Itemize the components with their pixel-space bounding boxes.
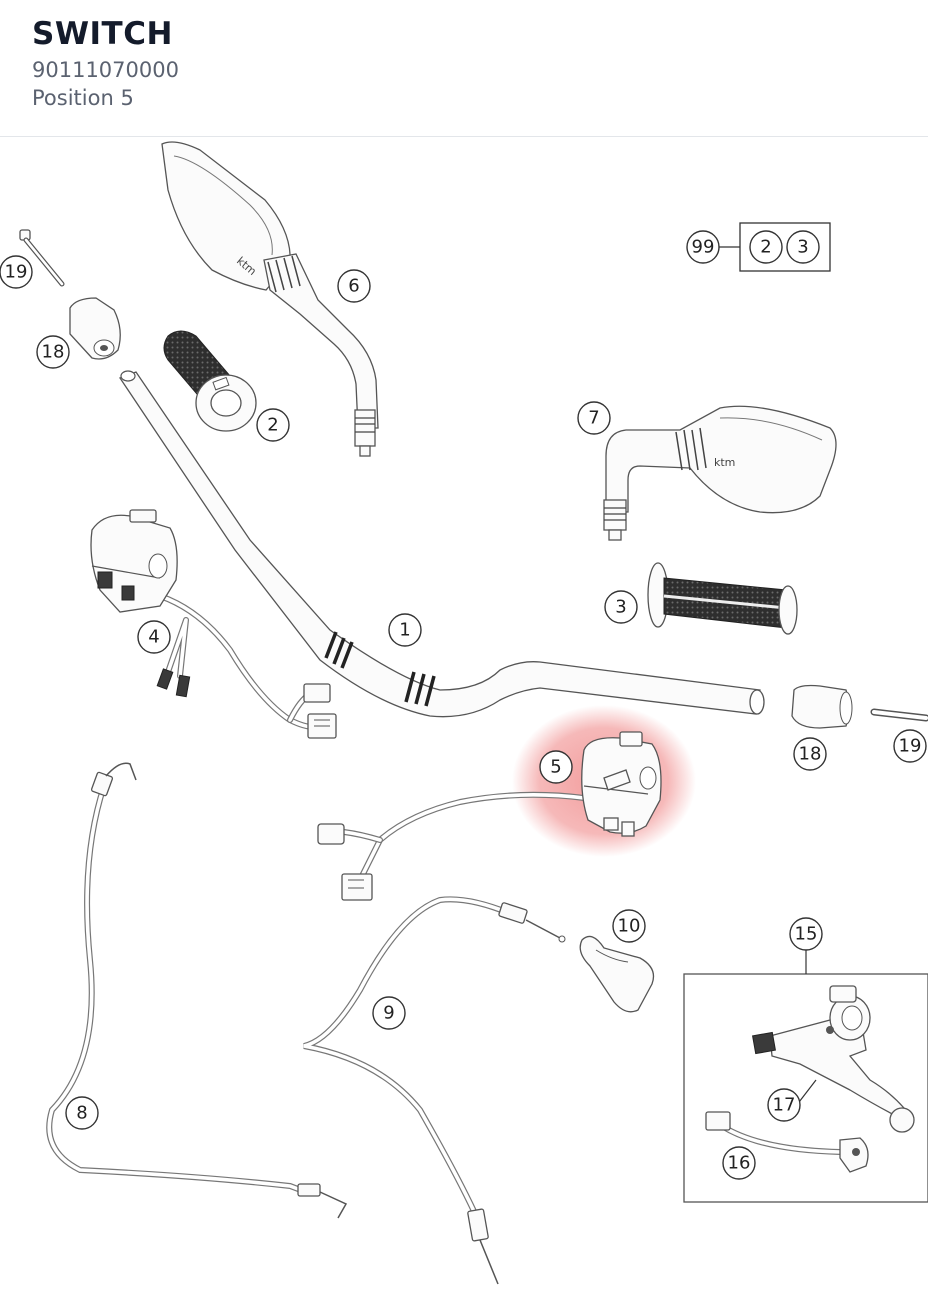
svg-text:5: 5: [550, 757, 561, 778]
right-switch-part[interactable]: [317, 731, 662, 901]
cable-9-part[interactable]: [303, 896, 566, 1285]
svg-text:4: 4: [148, 627, 159, 648]
callout-10[interactable]: 10: [612, 909, 646, 943]
boot-part[interactable]: [579, 935, 655, 1013]
svg-text:9: 9: [383, 1003, 394, 1024]
callout-9[interactable]: 9: [372, 996, 406, 1030]
left-switch-part[interactable]: [90, 509, 337, 739]
svg-text:18: 18: [799, 744, 822, 765]
callout-19-left[interactable]: 19: [0, 255, 33, 289]
left-mirror-part[interactable]: ktm: [161, 141, 379, 457]
svg-text:2: 2: [267, 415, 278, 436]
left-bar-end-part[interactable]: [69, 297, 121, 360]
svg-text:18: 18: [42, 342, 65, 363]
svg-text:15: 15: [795, 924, 818, 945]
assembly-15-box: [683, 973, 928, 1203]
page-title: SWITCH: [32, 16, 173, 52]
svg-text:7: 7: [588, 408, 599, 429]
callout-17[interactable]: 17: [767, 1088, 801, 1122]
right-bar-end-part[interactable]: [791, 684, 853, 729]
callout-99-sub-3[interactable]: 3: [786, 230, 820, 264]
right-mirror-part[interactable]: ktm: [603, 405, 837, 541]
svg-text:2: 2: [760, 237, 771, 258]
callout-3[interactable]: 3: [604, 590, 638, 624]
position-label: Position 5: [32, 86, 134, 110]
svg-text:10: 10: [618, 916, 641, 937]
handlebar-part[interactable]: [119, 370, 765, 718]
callout-99[interactable]: 99: [686, 230, 720, 264]
callout-18-left[interactable]: 18: [36, 335, 70, 369]
callout-5[interactable]: 5: [539, 750, 573, 784]
clutch-lever-part[interactable]: [752, 985, 915, 1133]
left-screw-part[interactable]: [19, 229, 65, 287]
callout-99-sub-2[interactable]: 2: [749, 230, 783, 264]
svg-text:99: 99: [692, 237, 715, 258]
callout-16[interactable]: 16: [722, 1146, 756, 1180]
callout-6[interactable]: 6: [337, 269, 371, 303]
clutch-switch-part[interactable]: [705, 1111, 869, 1173]
right-grip-part[interactable]: [647, 562, 798, 635]
svg-text:16: 16: [728, 1153, 751, 1174]
svg-text:6: 6: [348, 276, 359, 297]
svg-text:1: 1: [399, 620, 410, 641]
callout-7[interactable]: 7: [577, 401, 611, 435]
left-grip-part[interactable]: [163, 330, 257, 432]
svg-text:19: 19: [899, 736, 922, 757]
callout-19-right[interactable]: 19: [893, 729, 927, 763]
callout-4[interactable]: 4: [137, 620, 171, 654]
cable-8-part[interactable]: [46, 762, 348, 1219]
svg-text:3: 3: [615, 597, 626, 618]
callout-1[interactable]: 1: [388, 613, 422, 647]
part-number: 90111070000: [32, 58, 179, 82]
svg-text:8: 8: [76, 1103, 87, 1124]
right-screw-part[interactable]: [870, 708, 928, 722]
svg-text:19: 19: [5, 262, 28, 283]
callout-18-right[interactable]: 18: [793, 737, 827, 771]
header: SWITCH 90111070000 Position 5: [0, 0, 928, 137]
svg-text:3: 3: [797, 237, 808, 258]
callout-2[interactable]: 2: [256, 408, 290, 442]
callout-15[interactable]: 15: [789, 917, 823, 951]
svg-text:17: 17: [773, 1095, 796, 1116]
callout-8[interactable]: 8: [65, 1096, 99, 1130]
svg-text:ktm: ktm: [714, 456, 735, 469]
